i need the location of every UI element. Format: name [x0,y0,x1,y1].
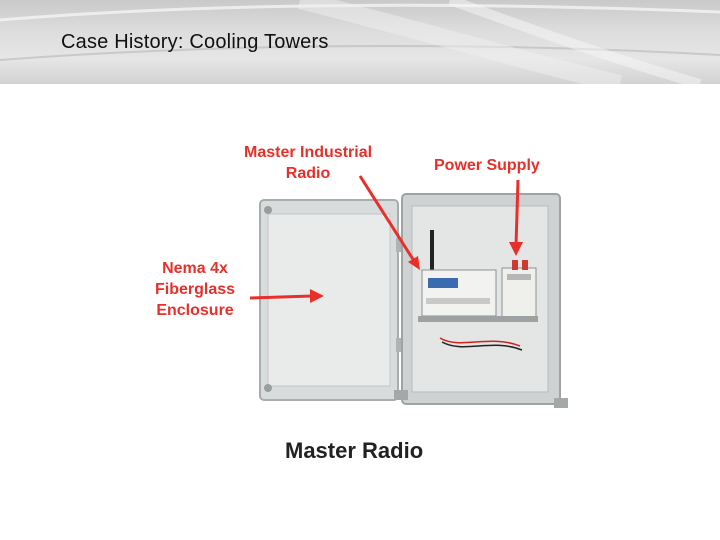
callout-enclosure-line1: Nema 4x [162,260,228,277]
callout-master-radio-line2: Radio [285,165,331,182]
callout-enclosure: Nema 4x Fiberglass Enclosure [155,258,235,321]
slide-header: Case History: Cooling Towers [0,0,720,84]
slide-title: Case History: Cooling Towers [61,31,329,53]
callout-power-supply: Power Supply [434,157,540,174]
callout-master-radio-line1: Master Industrial [244,144,373,161]
callout-enclosure-line2: Fiberglass [155,281,236,298]
callout-enclosure-line3: Enclosure [156,302,234,319]
header-swoosh-decoration [0,0,720,84]
callout-master-industrial-radio: Master Industrial Radio [244,142,372,184]
figure-caption: Master Radio [285,438,424,463]
enclosure-photo [249,175,568,408]
